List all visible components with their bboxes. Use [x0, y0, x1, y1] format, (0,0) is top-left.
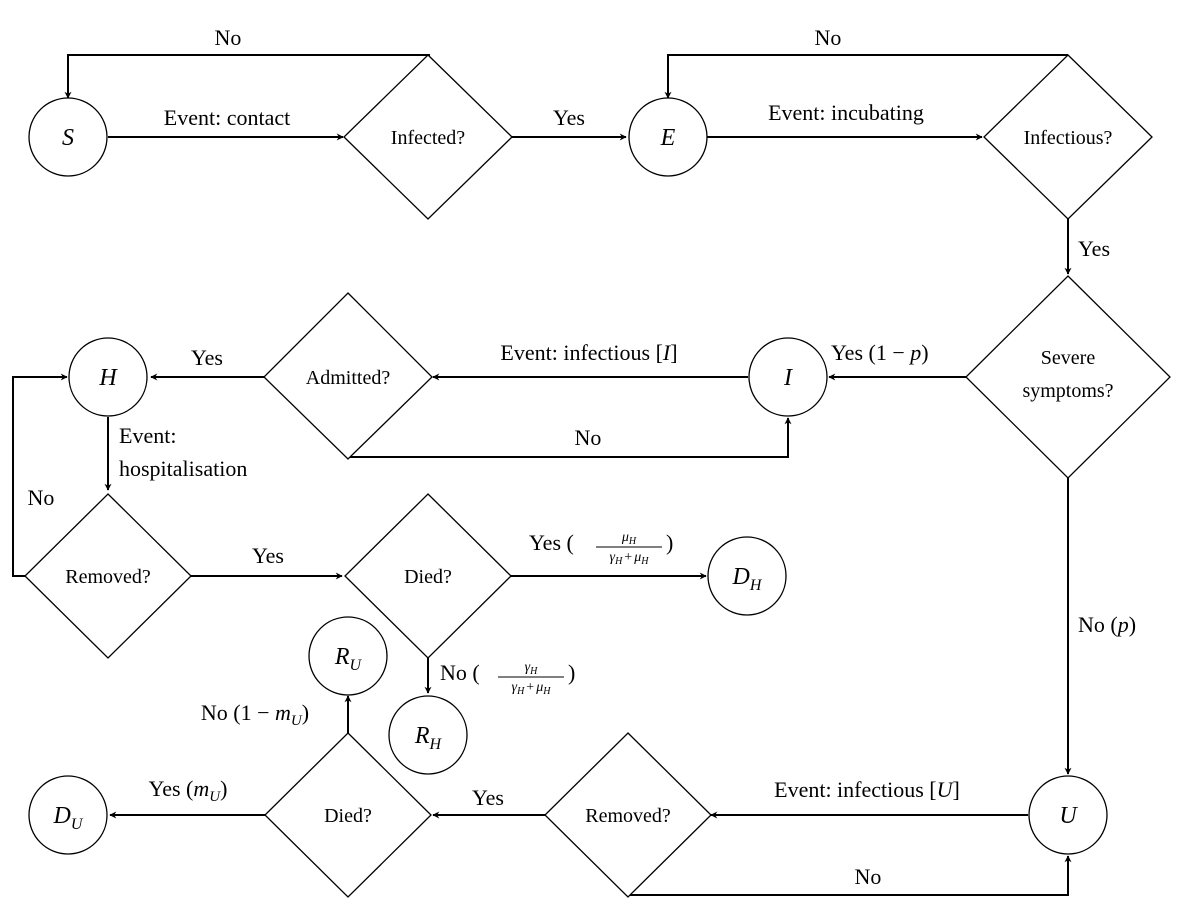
- label-died-h-yes-suffix: ): [666, 530, 673, 555]
- decision-removed-h-label: Removed?: [65, 566, 151, 588]
- edge-removed-u-no-to-u: [628, 855, 1072, 896]
- decision-severe-symptoms: Severe symptoms?: [965, 275, 1171, 479]
- label-event-hospitalisation-line2: hospitalisation: [119, 456, 247, 481]
- state-h-label: H: [98, 365, 118, 391]
- label-died-u-yes-m-u: Yes (mU): [149, 776, 228, 805]
- label-died-h-yes-numerator: μH: [621, 530, 637, 547]
- label-event-infectious-i: Event: infectious [I]: [500, 340, 677, 365]
- decision-removed-u-label: Removed?: [585, 805, 671, 827]
- edge-removed-h-no-to-h: [12, 373, 68, 577]
- decision-severe-label-line2: symptoms?: [1022, 380, 1113, 402]
- state-dh-label: DH: [732, 564, 763, 594]
- decision-infected: Infected?: [343, 54, 513, 220]
- edge-infected-no-to-s: [64, 54, 430, 99]
- state-e-label: E: [660, 125, 676, 151]
- label-died-h-no-suffix: ): [568, 660, 575, 685]
- state-du: DU: [28, 775, 108, 855]
- label-event-hospitalisation-line1: Event:: [119, 423, 176, 448]
- state-i-label: I: [783, 365, 793, 391]
- state-rh-label: RH: [414, 723, 443, 753]
- label-died-h-no-numerator: γH: [525, 660, 539, 677]
- label-died-u-no-1-minus-m-u: No (1 − mU): [201, 700, 309, 729]
- label-infected-yes: Yes: [553, 105, 585, 130]
- label-severe-no-p: No (p): [1078, 612, 1136, 637]
- label-died-h-yes-prefix: Yes (: [529, 530, 574, 555]
- decision-died-h-label: Died?: [404, 566, 452, 588]
- label-event-incubating: Event: incubating: [768, 100, 924, 125]
- decision-infectious-label: Infectious?: [1024, 127, 1113, 149]
- label-removed-h-yes: Yes: [252, 543, 284, 568]
- state-u-label: U: [1059, 803, 1078, 829]
- label-died-h-no-prefix: No (: [440, 660, 480, 685]
- state-e: E: [628, 97, 708, 177]
- label-died-h-yes-fraction: Yes ( μH γH+μH ): [529, 530, 673, 567]
- state-i: I: [748, 337, 828, 417]
- decision-died-h: Died?: [344, 493, 512, 659]
- decision-admitted: Admitted?: [263, 292, 433, 460]
- decision-removed-u: Removed?: [544, 732, 712, 898]
- state-h: H: [68, 337, 148, 417]
- state-ru-label: RU: [334, 644, 363, 674]
- label-admitted-no: No: [575, 425, 602, 450]
- state-u: U: [1028, 775, 1108, 855]
- state-s: S: [28, 97, 108, 177]
- label-removed-u-yes: Yes: [472, 785, 504, 810]
- decision-severe-label-line1: Severe: [1041, 347, 1096, 369]
- label-event-contact: Event: contact: [164, 105, 290, 130]
- label-infectious-no: No: [815, 25, 842, 50]
- state-rh: RH: [388, 695, 468, 775]
- label-removed-u-no: No: [855, 864, 882, 889]
- decision-infected-label: Infected?: [391, 127, 466, 149]
- label-died-h-no-fraction: No ( γH γH+μH ): [440, 660, 575, 697]
- decision-infectious: Infectious?: [983, 54, 1153, 220]
- decision-died-u-label: Died?: [324, 805, 372, 827]
- state-ru: RU: [308, 616, 388, 696]
- label-infectious-yes: Yes: [1078, 236, 1110, 261]
- decision-died-u: Died?: [264, 732, 432, 898]
- edge-admitted-no-to-i: [348, 417, 792, 458]
- state-du-label: DU: [53, 803, 84, 833]
- label-event-infectious-u: Event: infectious [U]: [774, 777, 960, 802]
- label-died-h-yes-denominator: γH+μH: [610, 550, 650, 567]
- label-infected-no: No: [215, 25, 242, 50]
- label-died-h-no-denominator: γH+μH: [512, 680, 552, 697]
- state-s-label: S: [62, 125, 74, 151]
- label-severe-yes-1-minus-p: Yes (1 − p): [831, 340, 929, 365]
- label-removed-h-no: No: [28, 485, 55, 510]
- state-dh: DH: [707, 536, 787, 616]
- decision-removed-h: Removed?: [24, 493, 192, 659]
- label-admitted-yes: Yes: [191, 345, 223, 370]
- decision-admitted-label: Admitted?: [306, 367, 391, 389]
- edge-infectious-no-to-e: [664, 54, 1068, 99]
